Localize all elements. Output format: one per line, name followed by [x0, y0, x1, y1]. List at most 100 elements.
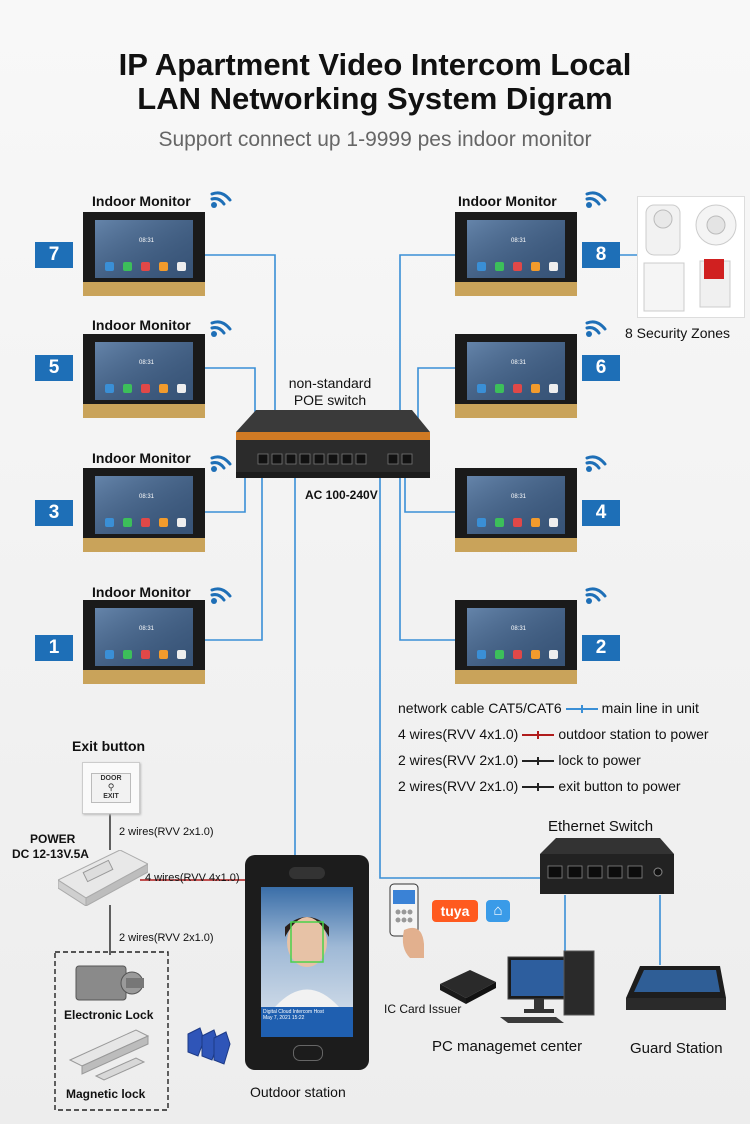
power-label-2: DC 12-13V.5A [12, 847, 89, 861]
outdoor-station-device: Digital Cloud Intercom Host May 7, 2021 … [245, 855, 369, 1070]
wifi-icon [583, 315, 609, 344]
subtitle: Support connect up 1-9999 pes indoor mon… [158, 128, 592, 151]
monitor-number-badge: 6 [582, 355, 620, 381]
outdoor-station-label: Outdoor station [250, 1084, 346, 1100]
indoor-monitor-device: 08:31 [455, 600, 577, 684]
security-sensors-image [637, 196, 745, 318]
rfid-tags-image [182, 1024, 234, 1070]
monitor-clock: 08:31 [139, 494, 155, 500]
indoor-monitor-label: Indoor Monitor [92, 193, 191, 209]
poe-switch-label-2: POE switch [293, 392, 367, 408]
pc-management-label: PC managemet center [432, 1038, 583, 1055]
monitor-number-badge: 8 [582, 242, 620, 268]
monitor-number-badge: 5 [35, 355, 73, 381]
wire-label-exit: 2 wires(RVV 2x1.0) [119, 826, 214, 838]
wifi-icon [208, 315, 234, 344]
legend-line-swatch [562, 700, 602, 716]
legend-left-text: network cable CAT5/CAT6 [398, 700, 562, 716]
electronic-lock-label: Electronic Lock [64, 1008, 154, 1022]
legend-left-text: 2 wires(RVV 2x1.0) [398, 778, 519, 794]
smartphone-image [384, 882, 428, 960]
outdoor-screen-text-1: Digital Cloud Intercom Host [263, 1009, 324, 1015]
pc-management-image [500, 945, 610, 1025]
line-monitor-3 [205, 470, 246, 513]
wifi-icon [208, 450, 234, 479]
ethernet-switch-label: Ethernet Switch [548, 818, 654, 835]
wifi-icon [208, 582, 234, 611]
line-monitor-8 [399, 254, 458, 418]
indoor-monitor-label: Indoor Monitor [92, 450, 191, 466]
lock-group-box [54, 951, 169, 1111]
indoor-monitor-device: 08:31 [83, 468, 205, 552]
ac-power-label: AC 100-240V [305, 488, 378, 502]
monitor-clock: 08:31 [139, 238, 155, 244]
title-line-1: IP Apartment Video Intercom Local [118, 47, 632, 82]
legend-line-swatch [518, 752, 558, 768]
indoor-monitor-label: Indoor Monitor [92, 317, 191, 333]
exit-button-device: DOOR ⚲ EXIT [82, 762, 140, 814]
legend-line-swatch [518, 726, 558, 742]
legend-right-text: lock to power [558, 752, 641, 768]
wifi-icon [583, 186, 609, 215]
wifi-icon [583, 582, 609, 611]
wire-label-outdoor: 4 wires(RVV 4x1.0) [145, 872, 240, 884]
indoor-monitor-device: 08:31 [83, 334, 205, 418]
ic-card-issuer-image [436, 962, 498, 1004]
line-monitor-1 [205, 470, 263, 641]
monitor-clock: 08:31 [139, 626, 155, 632]
monitor-clock: 08:31 [511, 238, 527, 244]
wifi-icon [583, 450, 609, 479]
exit-button-label: Exit button [72, 738, 146, 754]
line-monitor-2 [399, 472, 458, 641]
indoor-monitor-device: 08:31 [455, 334, 577, 418]
indoor-monitor-label: Indoor Monitor [92, 584, 191, 600]
guard-station-image [620, 960, 730, 1016]
power-supply [56, 849, 150, 907]
indoor-monitor-label: Indoor Monitor [458, 193, 557, 209]
line-monitor-7 [205, 254, 276, 415]
exit-button-text-exit: EXIT [103, 793, 119, 800]
magnetic-lock-label: Magnetic lock [66, 1087, 146, 1101]
monitor-number-badge: 3 [35, 500, 73, 526]
monitor-number-badge: 7 [35, 242, 73, 268]
indoor-monitor-device: 08:31 [455, 212, 577, 296]
monitor-clock: 08:31 [511, 494, 527, 500]
poe-switch [236, 410, 430, 478]
legend-line-swatch [518, 778, 558, 794]
wifi-icon [208, 186, 234, 215]
legend-row: 2 wires(RVV 2x1.0) lock to power [398, 752, 641, 768]
key-icon: ⚲ [107, 782, 115, 792]
title-line-2: LAN Networking System Digram [137, 81, 613, 116]
security-zones-label: 8 Security Zones [625, 325, 731, 341]
outdoor-screen: Digital Cloud Intercom Host May 7, 2021 … [261, 887, 353, 1037]
power-label-1: POWER [30, 832, 76, 846]
indoor-monitor-device: 08:31 [455, 468, 577, 552]
camera-module [289, 867, 325, 879]
card-reader-icon [293, 1045, 323, 1061]
line-switch-ethernet [379, 472, 542, 879]
magnetic-lock-image [66, 1026, 152, 1082]
ic-card-issuer-label: IC Card Issuer [384, 1002, 462, 1016]
electronic-lock-image [70, 958, 150, 1006]
legend-right-text: outdoor station to power [558, 726, 709, 742]
monitor-number-badge: 2 [582, 635, 620, 661]
ethernet-switch-device [540, 838, 674, 898]
tuya-logo: tuya [432, 900, 478, 922]
monitor-number-badge: 1 [35, 635, 73, 661]
legend-row: 2 wires(RVV 2x1.0) exit button to power [398, 778, 681, 794]
wire-label-lock: 2 wires(RVV 2x1.0) [119, 932, 214, 944]
monitor-clock: 08:31 [139, 360, 155, 366]
poe-switch-label-1: non-standard [288, 375, 372, 391]
indoor-monitor-device: 08:31 [83, 600, 205, 684]
legend-row: 4 wires(RVV 4x1.0)outdoor station to pow… [398, 726, 709, 742]
legend-left-text: 2 wires(RVV 2x1.0) [398, 752, 519, 768]
smart-home-icon: ⌂ [486, 900, 510, 922]
line-monitor-6 [417, 367, 458, 420]
monitor-number-badge: 4 [582, 500, 620, 526]
legend-right-text: exit button to power [558, 778, 681, 794]
indoor-monitor-device: 08:31 [83, 212, 205, 296]
exit-button-text-door: DOOR [100, 775, 122, 782]
